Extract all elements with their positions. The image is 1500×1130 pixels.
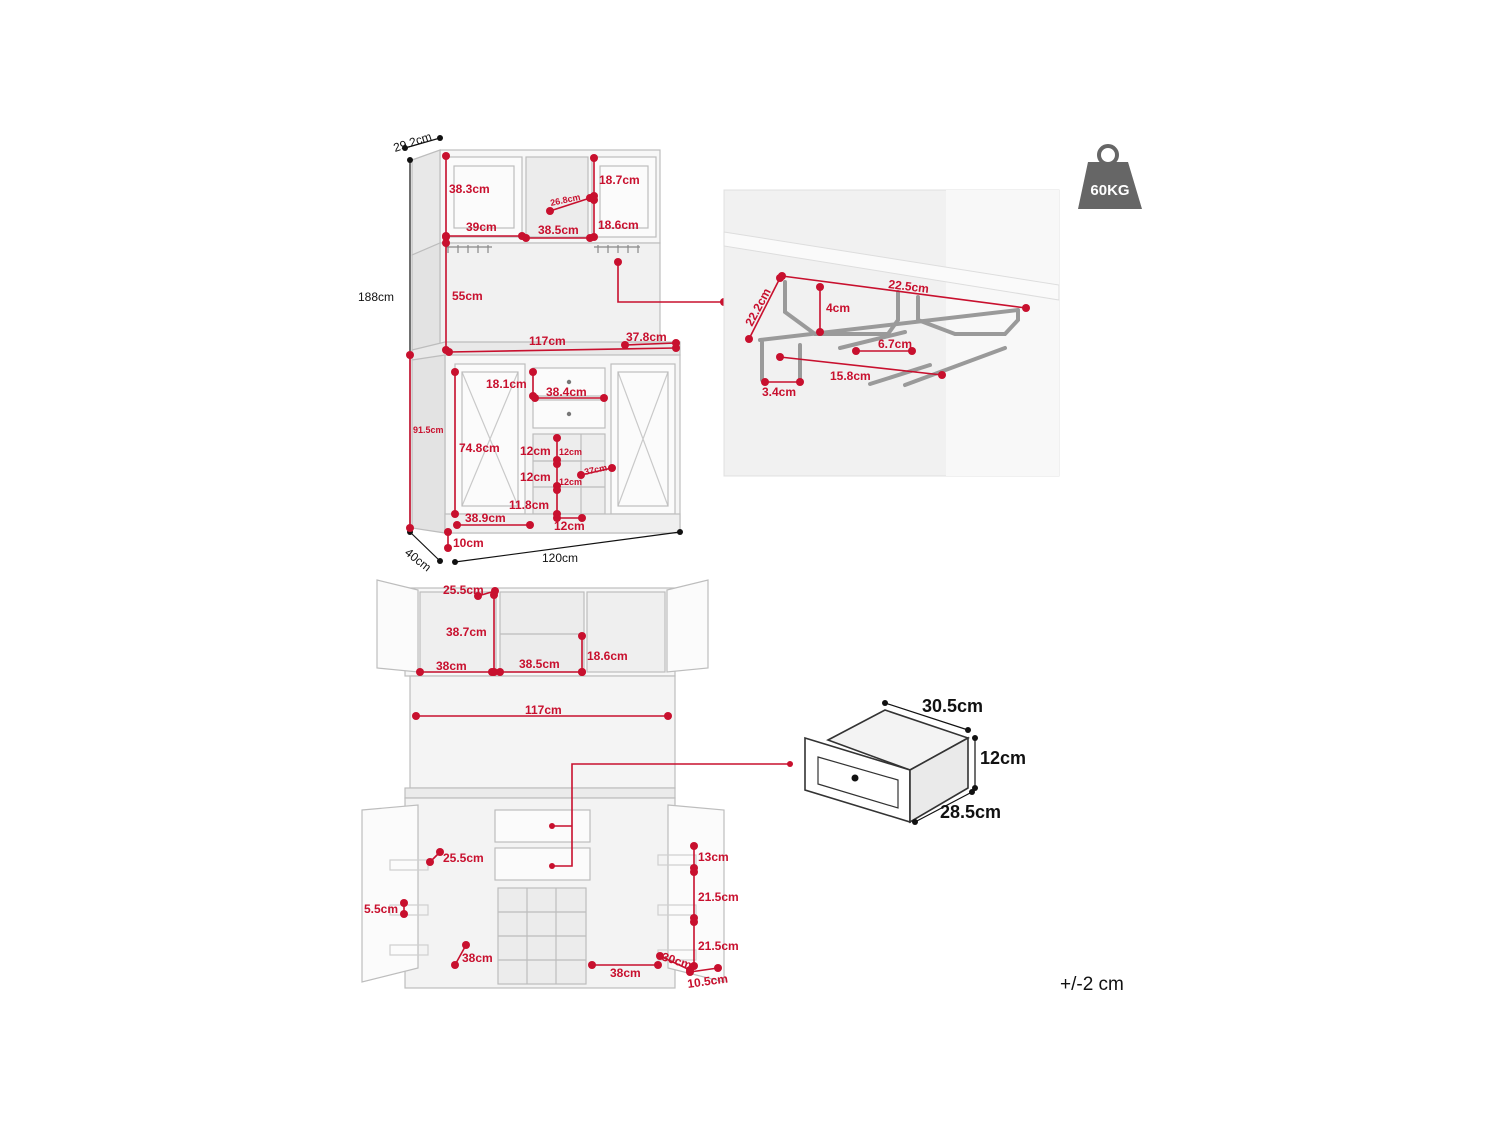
upper-right-lower: 18.6cm (598, 218, 639, 232)
weight-icon (1078, 144, 1142, 209)
rack-red-dimension-lines (745, 272, 1030, 386)
upper-door-height: 38.3cm (449, 182, 490, 196)
upper-right-upper: 18.7cm (599, 173, 640, 187)
rack-length: 22.5cm (888, 277, 930, 296)
open-door-rack: 5.5cm (364, 902, 398, 916)
open-upper-right-door (666, 579, 709, 673)
glass-rack-callout (614, 258, 728, 306)
glass-rack-right (594, 245, 640, 253)
cubby-1-small: 12cm (559, 447, 582, 457)
cubby-2-small: 12cm (559, 477, 582, 487)
open-lower-left-door (361, 804, 419, 983)
open-left-shelf-depth: 25.5cm (443, 851, 484, 865)
drawer-dimension-lines (882, 700, 978, 825)
open-view-cabinet (361, 579, 725, 989)
rack-gap: 3.4cm (762, 385, 796, 399)
drawer-height: 12cm (980, 748, 1026, 768)
hutch-open-height: 55cm (452, 289, 483, 303)
counter-depth: 37.8cm (626, 330, 667, 344)
glass-rack-detail-panel (723, 189, 1060, 477)
upper-center-width: 38.5cm (538, 223, 579, 237)
front-view-cabinet (411, 149, 681, 534)
open-drawer-top (494, 809, 591, 843)
rack-inner: 15.8cm (830, 369, 871, 383)
upper-door-width: 39cm (466, 220, 497, 234)
hutch-side (411, 149, 441, 256)
overall-width: 120cm (542, 551, 578, 565)
drawer-width: 38.4cm (546, 385, 587, 399)
cubby-3-height: 11.8cm (509, 498, 549, 512)
base-height: 91.5cm (413, 425, 444, 435)
open-rack-2: 21.5cm (698, 890, 739, 904)
open-cab-depth: 38cm (462, 951, 493, 965)
drawer-detail (804, 709, 970, 824)
rack-drop: 4cm (826, 301, 850, 315)
open-drawer-bottom (494, 847, 591, 881)
open-red-dimension-lines (400, 587, 722, 976)
open-upper-center-height: 18.6cm (587, 649, 628, 663)
rack-slot: 6.7cm (878, 337, 912, 351)
drawer-height: 18.1cm (486, 377, 527, 391)
open-upper-left-door (376, 579, 419, 673)
open-upper-left-width: 38cm (436, 659, 467, 673)
cubby-width: 12cm (554, 519, 585, 533)
counter-width: 117cm (529, 334, 566, 348)
open-rack-1: 13cm (698, 850, 729, 864)
front-dimension-labels: 38.3cm 26.8cm 18.7cm 18.6cm 39cm 38.5cm … (413, 173, 667, 550)
open-upper-door-depth: 25.5cm (443, 583, 484, 597)
cubby-depth: 37cm (583, 462, 608, 477)
cubby-1-height: 12cm (520, 444, 551, 458)
overall-depth-top: 29.2cm (392, 129, 434, 154)
lower-door-width: 38.9cm (465, 511, 506, 525)
tolerance-note: +/-2 cm (1060, 974, 1124, 995)
open-rack-3: 21.5cm (698, 939, 739, 953)
open-upper-height: 38.7cm (446, 625, 487, 639)
weight-label: 60KG (1090, 182, 1129, 199)
open-counter-width: 117cm (525, 703, 562, 717)
open-right-width: 38cm (610, 966, 641, 980)
lower-door-height: 74.8cm (459, 441, 500, 455)
open-rack-bottom: 10.5cm (686, 971, 728, 991)
toe-kick-height: 10cm (453, 536, 484, 550)
open-upper-center-width: 38.5cm (519, 657, 560, 671)
drawer-callout (552, 763, 790, 867)
open-dimension-labels: 25.5cm 38.7cm 38cm 38.5cm 18.6cm 117cm 2… (364, 583, 739, 991)
drawer-depth: 30.5cm (922, 696, 983, 716)
front-red-dimension-lines (406, 152, 680, 552)
drawer-width: 28.5cm (940, 802, 1001, 822)
cubby-2-height: 12cm (520, 470, 551, 484)
overall-height: 188cm (358, 290, 394, 304)
